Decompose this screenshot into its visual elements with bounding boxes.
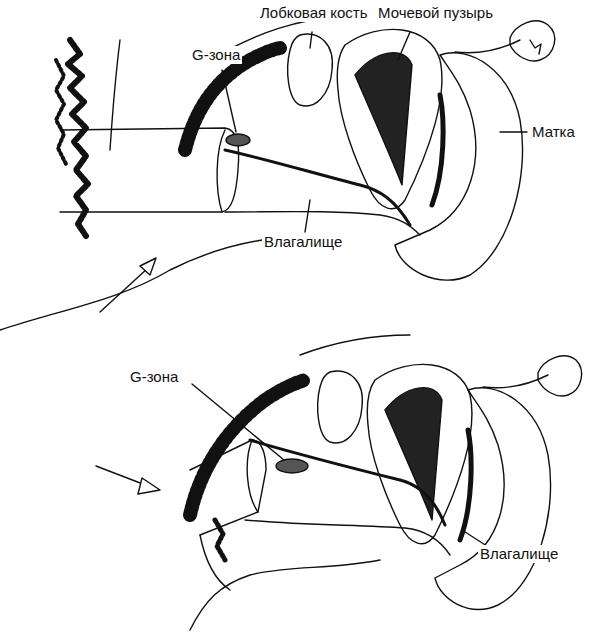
motion-arrow [100,268,148,312]
top-panel [0,15,555,330]
uterine-cavity [432,95,443,205]
leader-line [305,200,310,232]
hair-texture [190,380,305,515]
body-contour [300,335,410,355]
penis [190,440,266,535]
part-label: G-зона [190,46,242,64]
ovary [510,21,555,61]
leader-line [398,32,410,60]
motion-arrow-head [138,478,160,494]
bladder [367,364,472,543]
part-label: Влагалище [262,233,344,251]
vaginal-wall [250,440,445,525]
ovary [538,356,582,396]
uterine-cavity [460,430,471,540]
glans [217,130,225,212]
uterus [395,53,523,280]
hair-texture [68,40,88,236]
body-contour [190,560,380,630]
part-label: Влагалище [478,545,560,563]
part-label: G-зона [128,368,180,386]
part-label: Мочевой пузырь [376,4,495,22]
g-spot [276,459,308,473]
glans [247,440,258,512]
body-contour [110,40,120,150]
leader-line [192,384,284,460]
hair-texture [56,60,66,164]
part-label: Матка [530,123,577,141]
penis [60,128,239,212]
bladder-inner [385,388,442,520]
fimbriae [530,40,541,54]
bladder-inner [355,53,412,185]
leader-line [222,70,236,132]
leader-line [310,32,312,48]
vaginal-wall [245,520,450,555]
bottom-panel [96,335,582,630]
uterus [435,388,551,610]
part-label: Лобковая кость [258,4,370,22]
g-spot [226,134,250,146]
vaginal-wall [225,212,420,235]
motion-arrow-head [140,258,156,275]
pubic-bone [318,371,363,443]
body-contour [0,235,300,330]
leader-line [500,131,527,132]
body-contour [200,535,230,590]
vaginal-wall [225,150,410,225]
